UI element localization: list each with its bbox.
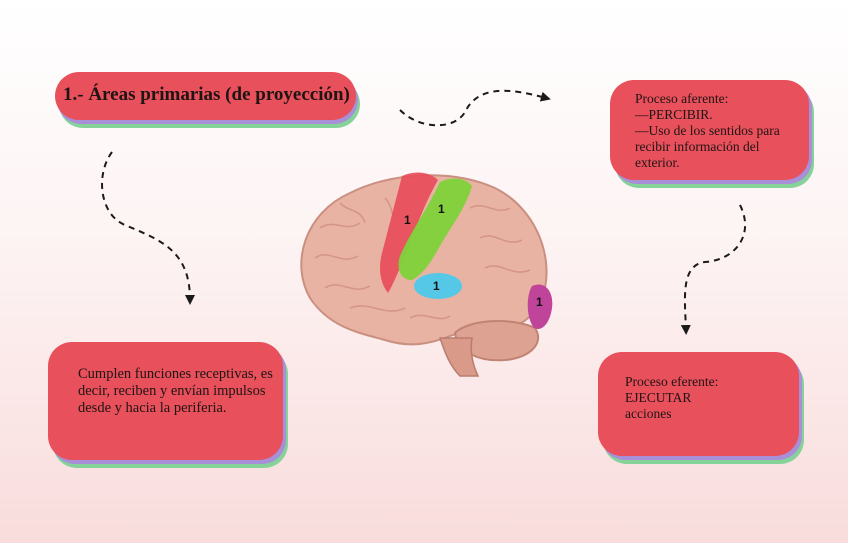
brain-illustration: 1 1 1 1 [290, 168, 560, 378]
visual-area-label: 1 [536, 295, 543, 309]
arrow-title-to-right-box [400, 91, 546, 125]
arrow-title-to-left-box [102, 152, 190, 300]
somatosensory-area-label: 1 [438, 202, 445, 216]
motor-area-label: 1 [404, 213, 411, 227]
auditory-area-label: 1 [433, 279, 440, 293]
arrow-afferent-to-efferent [685, 205, 745, 330]
